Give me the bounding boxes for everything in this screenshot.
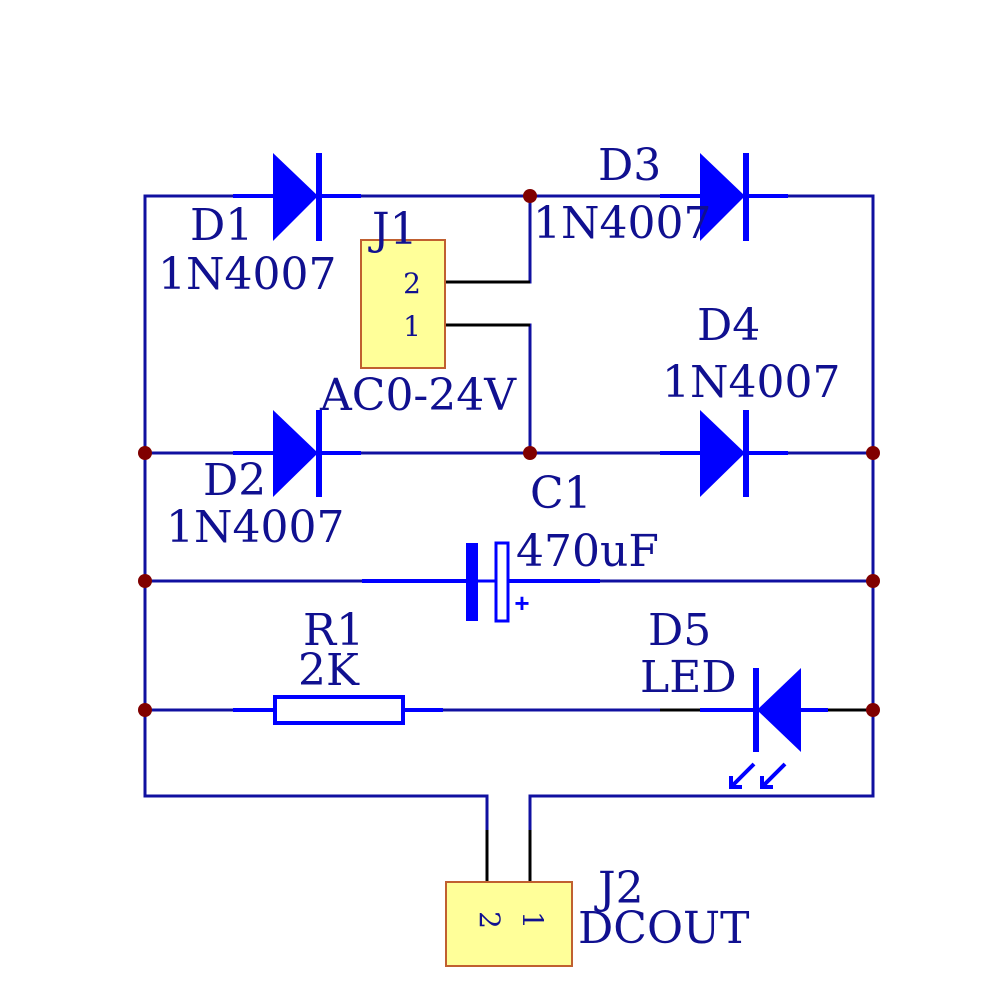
resistor-r1-body <box>273 695 405 725</box>
diode-d4-cathode-bar <box>743 410 749 497</box>
diode-d2-cathode-bar <box>316 410 322 497</box>
d3-value-label: 1N4007 <box>533 198 711 249</box>
diode-d4-symbol[interactable] <box>660 410 788 497</box>
d1-ref-label: D1 <box>190 200 253 251</box>
led-d5-symbol[interactable] <box>700 668 828 789</box>
led-d5-triangle <box>757 668 801 752</box>
d2-value-label: 1N4007 <box>166 502 344 553</box>
diode-d4-anode-triangle <box>700 410 745 497</box>
d2-ref-label: D2 <box>203 455 266 506</box>
j1-value-label: AC0-24V <box>319 370 517 421</box>
j2-ref-label: J2 <box>594 863 644 914</box>
d5-value-label: LED <box>640 652 737 703</box>
diode-d1-anode-triangle <box>273 153 318 241</box>
d5-ref-label: D5 <box>648 605 711 656</box>
junction-left-c1 <box>138 574 152 588</box>
junction-right-row2 <box>866 446 880 460</box>
led-d5-cathode-bar <box>753 668 759 752</box>
d4-value-label: 1N4007 <box>662 357 840 408</box>
diode-d2-symbol[interactable] <box>233 410 361 497</box>
junction-right-c1 <box>866 574 880 588</box>
d4-ref-label: D4 <box>697 300 760 351</box>
capacitor-c1-plus-mark: + <box>514 588 529 618</box>
capacitor-c1-positive-plate <box>494 541 510 623</box>
diode-d3-symbol[interactable] <box>660 153 788 241</box>
connector-j1-pin-2: 2 <box>403 267 421 300</box>
junction-right-d5 <box>866 703 880 717</box>
junction-row2-mid <box>523 446 537 460</box>
diode-d3-cathode-bar <box>743 153 749 241</box>
connector-j1-body <box>360 239 446 369</box>
connector-j2-pin-2: 2 <box>473 911 506 929</box>
diode-d1-cathode-bar <box>316 153 322 241</box>
capacitor-c1-negative-plate <box>466 543 478 621</box>
connector-j2-body <box>445 881 573 967</box>
r1-value-label: 2K <box>298 645 360 696</box>
j1-ref-label: J1 <box>368 204 418 255</box>
r1-ref-label: R1 <box>303 605 364 656</box>
d3-ref-label: D3 <box>598 140 661 191</box>
diode-d3-anode-triangle <box>700 153 745 241</box>
resistor-r1-symbol[interactable] <box>233 695 443 725</box>
connector-j2[interactable]: 2 1 <box>445 881 573 967</box>
connector-j2-pin-1: 1 <box>516 911 549 929</box>
junction-top-mid <box>523 189 537 203</box>
diode-d2-anode-triangle <box>273 410 318 497</box>
connector-j1[interactable]: 2 1 <box>360 239 446 369</box>
led-d5-light-arrows <box>729 762 787 789</box>
c1-ref-label: C1 <box>530 468 592 519</box>
labels: D1 1N4007 D3 1N4007 J1 AC0-24V D4 1N4007… <box>158 140 840 954</box>
diode-d1-symbol[interactable] <box>233 153 361 241</box>
junction-dots <box>138 189 880 717</box>
d1-value-label: 1N4007 <box>158 249 336 300</box>
connector-j1-pin-1: 1 <box>403 310 421 343</box>
junction-left-row2 <box>138 446 152 460</box>
junction-left-r1 <box>138 703 152 717</box>
c1-value-label: 470uF <box>516 526 659 577</box>
j2-value-label: DCOUT <box>578 903 749 954</box>
capacitor-c1-symbol[interactable]: + <box>362 541 600 623</box>
